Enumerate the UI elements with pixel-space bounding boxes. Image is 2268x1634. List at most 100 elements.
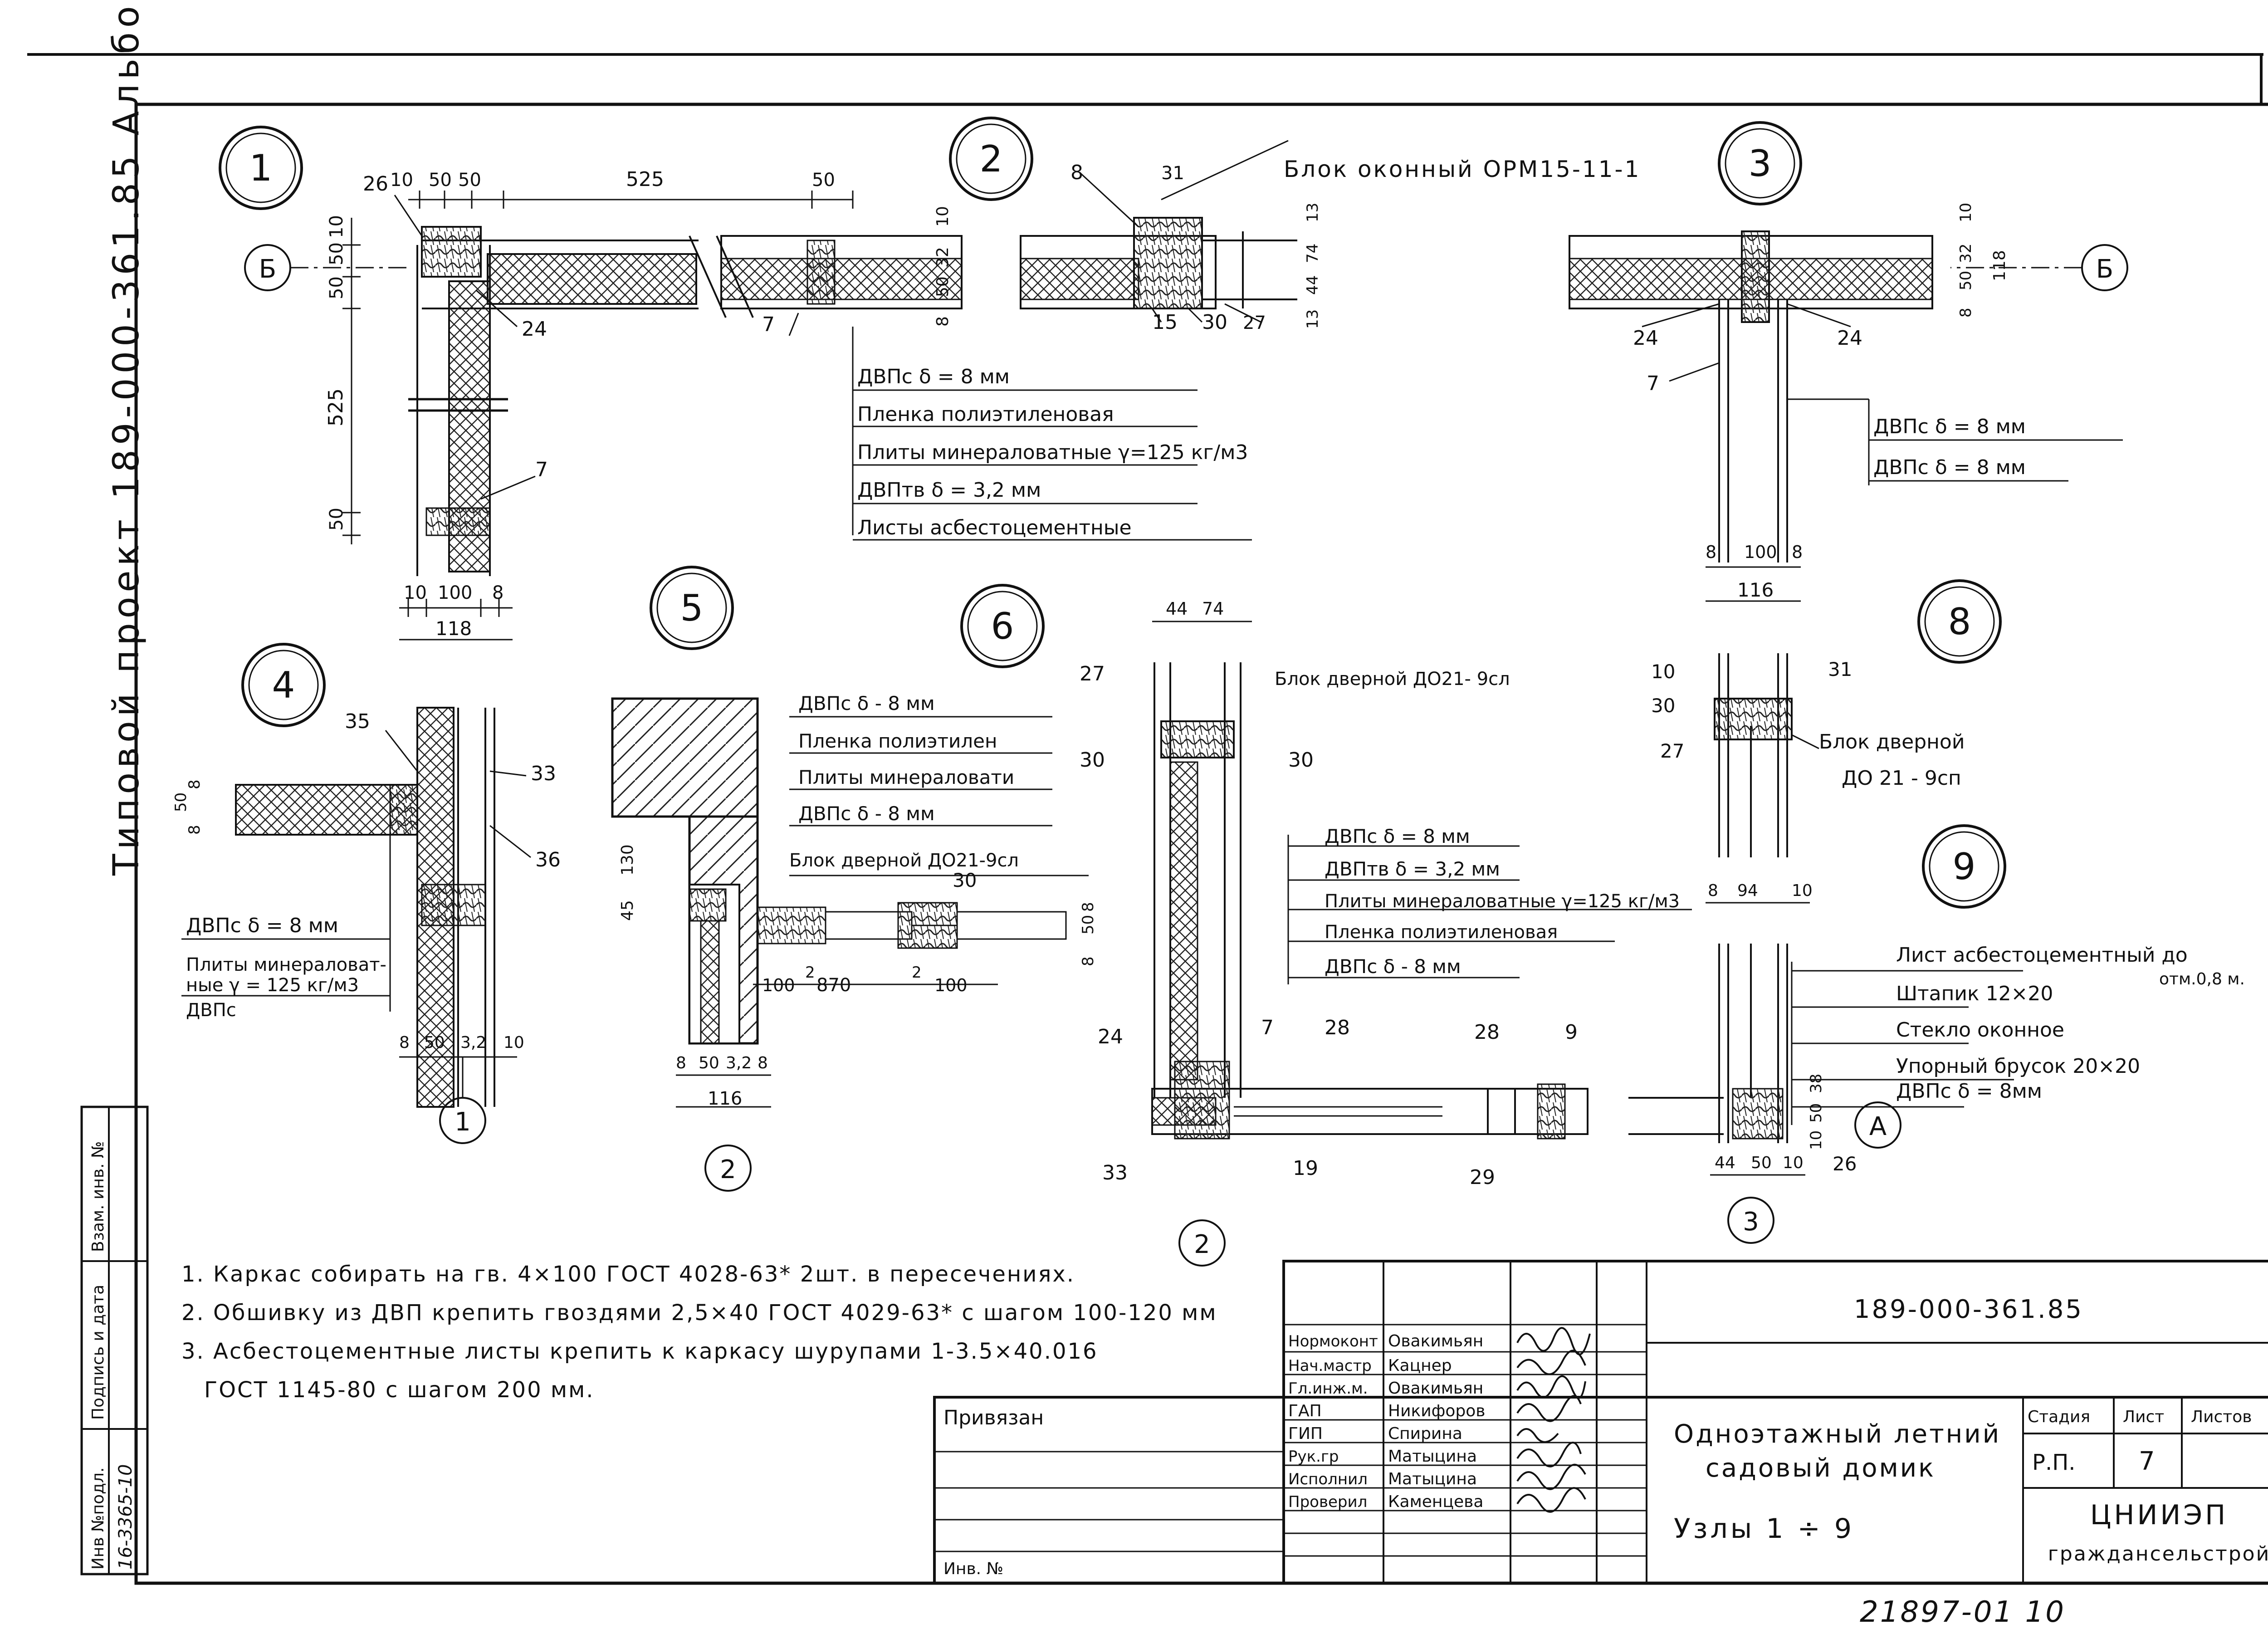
dim: 38 xyxy=(1807,1074,1825,1093)
role-label: ГИП xyxy=(1288,1424,1323,1443)
margin-title: Типовой проект 189-000-361.85 Альбом I xyxy=(106,0,147,876)
node-9-detail: Лист асбестоцементный до отм.0,8 м. Штап… xyxy=(1628,944,2245,1176)
dim: 3,2 xyxy=(726,1054,752,1072)
layer-label: ДВПс δ = 8 мм xyxy=(186,914,338,937)
dim: 44 xyxy=(1715,1154,1735,1172)
layer-label: Лист асбестоцементный до xyxy=(1896,944,2188,967)
dim: 100 xyxy=(1744,542,1777,562)
axis-ref-2a: 2 xyxy=(720,1155,736,1184)
dim: 50 xyxy=(1957,271,1975,290)
person-name: Овакимьян xyxy=(1388,1332,1483,1350)
dim: 44 xyxy=(1304,275,1322,295)
position-number: 33 xyxy=(531,762,556,785)
layer-label: Пленка полиэтилен xyxy=(798,730,997,752)
position-number: 24 xyxy=(1837,327,1862,350)
layer-label: ДВПс δ = 8мм xyxy=(1896,1080,2042,1103)
node-1-detail: 10 50 50 525 50 50 50 10 525 50 10 100 8… xyxy=(324,168,963,641)
title-building-1: Одноэтажный летний xyxy=(1674,1419,2001,1449)
dim: 50 xyxy=(1079,915,1097,934)
dim: 3,2 xyxy=(460,1033,486,1052)
node-3-detail: 24 24 7 10 8 50 32 118 8 100 8 116 ДВПс … xyxy=(1569,203,2123,602)
node-marker-5: 5 xyxy=(680,587,704,629)
position-number: 28 xyxy=(1325,1016,1350,1039)
layer-label: Плиты минераловати xyxy=(798,766,1014,788)
dim: 10 xyxy=(1783,1154,1804,1172)
dim: 100 xyxy=(934,975,968,995)
dim: 50 xyxy=(458,170,481,191)
position-number: 26 xyxy=(1833,1153,1857,1175)
dim: 74 xyxy=(1202,599,1224,619)
position-number: 31 xyxy=(1828,658,1852,680)
dim: 8 xyxy=(758,1054,768,1072)
layer-label: ДВПс xyxy=(186,1000,236,1021)
dim: 8 xyxy=(186,825,204,835)
layer-label: Штапик 12×20 xyxy=(1896,982,2053,1005)
node-marker-3: 3 xyxy=(1749,142,1772,185)
dim: 10 xyxy=(326,215,347,238)
position-number: 27 xyxy=(1660,740,1684,762)
layer-label: Листы асбестоцементные xyxy=(857,516,1132,539)
title-org-2: граждансельстрой xyxy=(2048,1542,2268,1566)
side-stamp-podpis: Подпись и дата xyxy=(89,1285,108,1420)
layer-label: ДВПс δ - 8 мм xyxy=(1325,955,1461,978)
position-number: 9 xyxy=(1565,1021,1578,1044)
node-7-detail: 44 74 27 Блок дверной ДО21- 9сл 30 30 24… xyxy=(1080,599,1692,1189)
dim: 50 xyxy=(326,242,347,265)
note-3-cont: ГОСТ 1145-80 с шагом 200 мм. xyxy=(204,1377,595,1403)
role-label: ГАП xyxy=(1288,1402,1322,1420)
position-number: 33 xyxy=(1102,1161,1128,1184)
dim: 100 xyxy=(762,975,795,995)
dim: 10 xyxy=(934,206,952,227)
title-stage-label: Стадия xyxy=(2028,1408,2090,1426)
dim: 13 xyxy=(1304,203,1322,222)
dim: 13 xyxy=(1304,309,1322,329)
general-notes: 1. Каркас собирать на гв. 4×100 ГОСТ 402… xyxy=(181,1262,1217,1403)
dim: 50 xyxy=(934,276,952,297)
dim: 118 xyxy=(1990,250,2009,281)
layer-label: Плиты минераловатные γ=125 кг/м3 xyxy=(857,441,1248,464)
layer-label: Плиты минераловатные γ=125 кг/м3 xyxy=(1325,891,1680,912)
node-marker-1: 1 xyxy=(249,147,273,189)
axis-ref-2b: 2 xyxy=(1194,1230,1210,1259)
position-number: 27 xyxy=(1080,662,1105,685)
axis-ref-1: 1 xyxy=(455,1107,471,1137)
position-number: 26 xyxy=(363,172,388,196)
axis-bubbles: Б Б 1 2 2 3 А xyxy=(244,244,2128,1267)
layer-label: Пленка полиэтиленовая xyxy=(1325,922,1558,943)
position-number: 7 xyxy=(1261,1016,1274,1039)
layer-label: ДВПс δ - 8 мм xyxy=(798,692,935,714)
node-marker-9: 9 xyxy=(1953,846,1976,888)
dim: 50 xyxy=(424,1033,445,1052)
dim: 10 xyxy=(1807,1130,1825,1150)
dim: 8 xyxy=(676,1054,686,1072)
layer-label: ДВПтв δ = 3,2 мм xyxy=(857,479,1041,502)
title-sheet-label: Лист xyxy=(2123,1408,2164,1426)
position-number: 30 xyxy=(953,869,977,891)
role-label: Нормоконт xyxy=(1288,1332,1378,1350)
dim: 50 xyxy=(1751,1154,1772,1172)
dim: 116 xyxy=(708,1088,742,1109)
dim: 10 xyxy=(390,170,413,191)
role-label: Гл.инж.м. xyxy=(1288,1380,1368,1398)
node-6-detail: ДВПс δ - 8 мм Пленка полиэтилен Плиты ми… xyxy=(753,692,1097,996)
dim: 10 xyxy=(1792,881,1813,900)
layer-label: отм.0,8 м. xyxy=(2159,970,2245,988)
position-number: 31 xyxy=(1161,163,1184,184)
title-org-1: ЦНИИЭП xyxy=(2090,1499,2228,1531)
note-2: 2. Обшивку из ДВП крепить гвоздями 2,5×4… xyxy=(181,1300,1217,1326)
dim: 8 xyxy=(399,1033,410,1052)
position-number: 30 xyxy=(1288,749,1314,772)
node-2-detail: Блок оконный ОРМ15-11-1 8 31 15 30 27 10… xyxy=(852,140,1639,541)
dim: 8 xyxy=(934,316,952,327)
dim: 74 xyxy=(1304,244,1322,263)
position-number: 24 xyxy=(1633,327,1658,350)
title-privyazan: Привязан xyxy=(943,1406,1044,1429)
layer-label: ные γ = 125 кг/м3 xyxy=(186,975,359,996)
position-number: 7 xyxy=(762,313,775,336)
position-number: 27 xyxy=(1243,313,1266,333)
title-block: 189-000-361.85 Привязан Инв. № Нормоконт… xyxy=(933,1260,2268,1585)
dim: 44 xyxy=(1166,599,1188,619)
dim: 116 xyxy=(1737,579,1774,601)
position-number: 24 xyxy=(522,318,547,341)
